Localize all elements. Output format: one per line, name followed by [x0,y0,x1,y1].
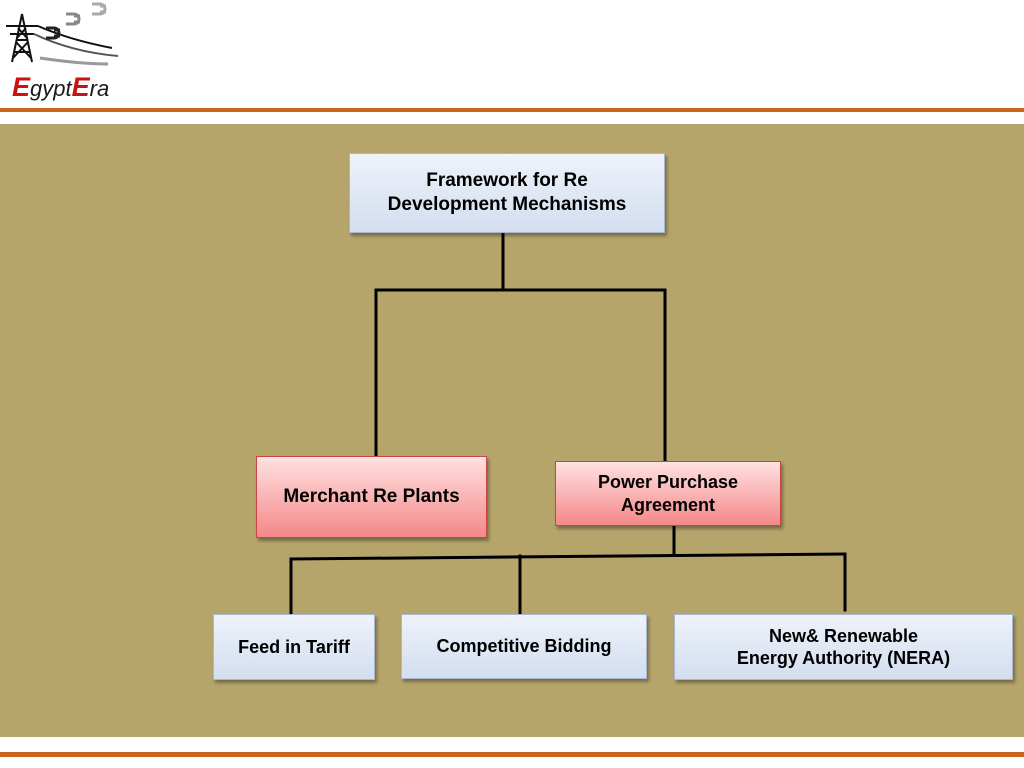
node-competitive-bidding: Competitive Bidding [401,614,647,679]
footer-divider [0,752,1024,757]
diagram-panel: Framework for Re Development Mechanisms … [0,124,1024,737]
node-framework-root: Framework for Re Development Mechanisms [349,153,665,233]
brand-part-ra: ra [89,76,110,101]
header-divider [0,108,1024,112]
node-power-purchase-agreement: Power Purchase Agreement [555,461,781,526]
node-merchant-re-plants: Merchant Re Plants [256,456,487,538]
egyptera-logo: EgyptEra [0,0,150,108]
node-nera: New& Renewable Energy Authority (NERA) [674,614,1013,680]
brand-letter-e: E [12,72,31,102]
brand-name: EgyptEra [12,72,109,103]
node-feed-in-tariff: Feed in Tariff [213,614,375,680]
power-tower-plug-icon [6,2,119,66]
brand-letter-e-second: E [71,72,90,102]
connector-lines [289,232,847,616]
brand-part-gypt: gypt [30,76,72,101]
